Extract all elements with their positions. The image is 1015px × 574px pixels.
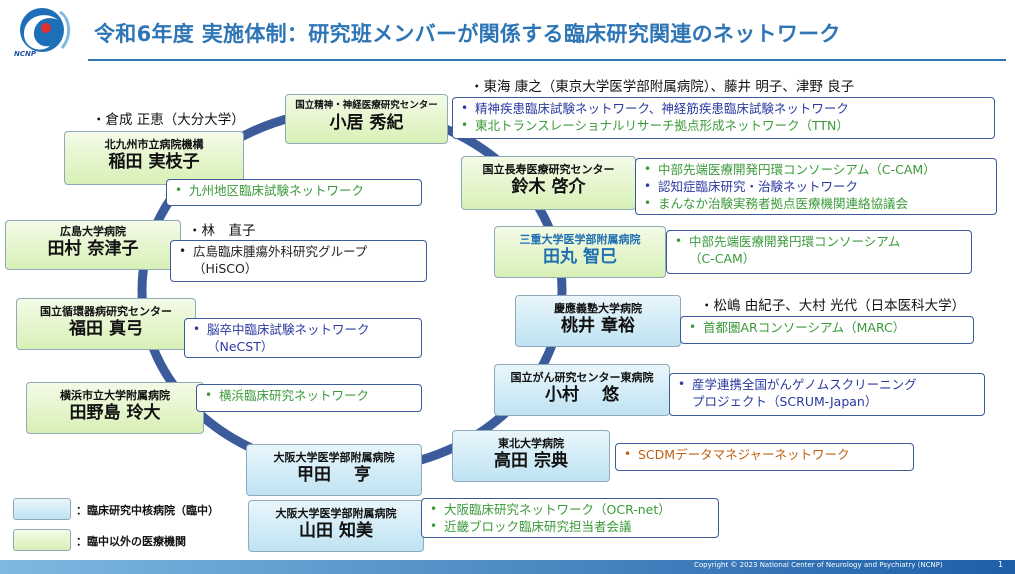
ncnp-logo-icon [20, 8, 70, 52]
node-mie: 三重大学医学部附属病院 田丸 智巳 [494, 226, 666, 278]
person-name: 小居 秀紀 [329, 113, 404, 133]
person-name: 稲田 実枝子 [108, 152, 200, 172]
list-item: プロジェクト（SCRUM-Japan） [692, 394, 878, 409]
node-yokohama: 横浜市立大学附属病院 田野島 玲大 [26, 382, 204, 434]
list-item: •産学連携全国がんゲノムスクリーニング [678, 377, 917, 392]
person-name: 山田 知美 [299, 521, 373, 541]
network-box-yokohama: •横浜臨床研究ネットワーク [196, 384, 422, 412]
node-keio: 慶應義塾大学病院 桃井 章裕 [515, 295, 681, 347]
list-item: •広島臨床腫瘍外科研究グループ [179, 244, 368, 259]
list-item: •まんなか治験実務者拠点医療機関連絡協議会 [644, 196, 909, 211]
list-item: •横浜臨床研究ネットワーク [205, 388, 370, 403]
node-osaka-1: 大阪大学医学部附属病院 甲田 亨 [246, 444, 422, 496]
node-ncnp: 国立精神・神経医療研究センター 小居 秀紀 [285, 94, 448, 144]
legend-swatch-core [13, 498, 71, 520]
person-name: 桃井 章裕 [561, 316, 635, 336]
network-box-tohoku: •SCDMデータマネジャーネットワーク [615, 443, 914, 471]
list-item: •九州地区臨床試験ネットワーク [175, 183, 365, 198]
institution-label: 大阪大学医学部附属病院 [273, 451, 395, 464]
footer-bar [0, 560, 1015, 574]
person-name: 田村 奈津子 [47, 239, 139, 259]
node-tohoku: 東北大学病院 高田 宗典 [452, 430, 610, 482]
network-box-keio: •首都圏ARコンソーシアム（MARC） [680, 316, 974, 344]
list-item: （NeCST） [207, 339, 274, 354]
page-title: 令和6年度 実施体制：研究班メンバーが関係する臨床研究関連のネットワーク [94, 22, 841, 46]
network-box-ncgg: •中部先端医療開発円環コンソーシアム（C-CAM） •認知症臨床研究・治験ネット… [635, 158, 997, 215]
list-item: •SCDMデータマネジャーネットワーク [624, 447, 850, 462]
institution-label: 国立長寿医療研究センター [482, 163, 615, 176]
node-hiroshima: 広島大学病院 田村 奈津子 [5, 220, 181, 270]
list-item: •東北トランスレーショナルリサーチ拠点形成ネットワーク（TTN） [461, 118, 849, 133]
node-kitakyushu: 北九州市立病院機構 稲田 実枝子 [64, 131, 244, 185]
legend-label-other: ：臨中以外の医療機関 [76, 535, 186, 548]
title-divider [88, 59, 1006, 61]
note-keio: ・松嶋 由紀子、大村 光代（日本医科大学） [700, 298, 966, 314]
list-item: •中部先端医療開発円環コンソーシアム（C-CAM） [644, 162, 936, 177]
institution-label: 国立循環器病研究センター [40, 305, 172, 318]
list-item: •近畿ブロック臨床研究担当者会議 [430, 519, 632, 534]
node-ncvc: 国立循環器病研究センター 福田 真弓 [16, 298, 196, 350]
list-item: •認知症臨床研究・治験ネットワーク [644, 179, 859, 194]
list-item: （HiSCO） [193, 261, 258, 276]
network-box-mie: •中部先端医療開発円環コンソーシアム （C-CAM） [666, 230, 972, 274]
institution-label: 横浜市立大学附属病院 [60, 389, 170, 402]
note-ncnp: ・東海 康之（東京大学医学部附属病院）、藤井 明子、津野 良子 [470, 79, 855, 95]
node-ncc: 国立がん研究センター東病院 小村 悠 [494, 364, 670, 416]
person-name: 甲田 亨 [297, 465, 371, 485]
note-hiroshima: ・林 直子 [188, 223, 256, 239]
network-box-hiroshima: •広島臨床腫瘍外科研究グループ （HiSCO） [170, 240, 427, 282]
person-name: 小村 悠 [545, 385, 619, 405]
institution-label: 三重大学医学部附属病院 [519, 233, 641, 246]
person-name: 高田 宗典 [494, 451, 568, 471]
network-box-ncvc: •脳卒中臨床試験ネットワーク （NeCST） [184, 318, 422, 358]
institution-label: 東北大学病院 [498, 437, 564, 450]
institution-label: 慶應義塾大学病院 [554, 302, 642, 315]
list-item: （C-CAM） [689, 251, 756, 266]
logo-text: NCNP [14, 50, 36, 58]
list-item: •首都圏ARコンソーシアム（MARC） [689, 320, 906, 335]
network-box-ncc: •産学連携全国がんゲノムスクリーニング プロジェクト（SCRUM-Japan） [669, 373, 985, 416]
person-name: 田野島 玲大 [69, 403, 161, 423]
legend-label-core: ：臨床研究中核病院（臨中） [76, 504, 219, 517]
copyright-text: Copyright © 2023 National Center of Neur… [694, 561, 943, 569]
institution-label: 北九州市立病院機構 [104, 138, 204, 151]
institution-label: 国立精神・神経医療研究センター [295, 100, 438, 111]
person-name: 田丸 智巳 [543, 247, 617, 267]
list-item: •脳卒中臨床試験ネットワーク [193, 322, 370, 337]
network-box-osaka: •大阪臨床研究ネットワーク（OCR-net） •近畿ブロック臨床研究担当者会議 [421, 498, 719, 538]
list-item: •大阪臨床研究ネットワーク（OCR-net） [430, 502, 671, 517]
person-name: 鈴木 啓介 [511, 177, 586, 197]
list-item: •中部先端医療開発円環コンソーシアム [675, 234, 901, 249]
institution-label: 広島大学病院 [60, 225, 126, 238]
institution-label: 国立がん研究センター東病院 [510, 371, 654, 384]
legend-swatch-other [13, 529, 71, 551]
note-kitakyushu: ・倉成 正恵（大分大学） [92, 112, 245, 128]
node-osaka-2: 大阪大学医学部附属病院 山田 知美 [248, 500, 424, 552]
node-ncgg: 国立長寿医療研究センター 鈴木 啓介 [461, 156, 636, 210]
person-name: 福田 真弓 [69, 319, 143, 339]
list-item: •精神疾患臨床試験ネットワーク、神経筋疾患臨床試験ネットワーク [461, 101, 849, 116]
network-box-ncnp: •精神疾患臨床試験ネットワーク、神経筋疾患臨床試験ネットワーク •東北トランスレ… [452, 97, 995, 139]
network-box-kitakyushu: •九州地区臨床試験ネットワーク [166, 179, 422, 206]
page-number: 1 [998, 560, 1004, 569]
institution-label: 大阪大学医学部附属病院 [275, 507, 397, 520]
